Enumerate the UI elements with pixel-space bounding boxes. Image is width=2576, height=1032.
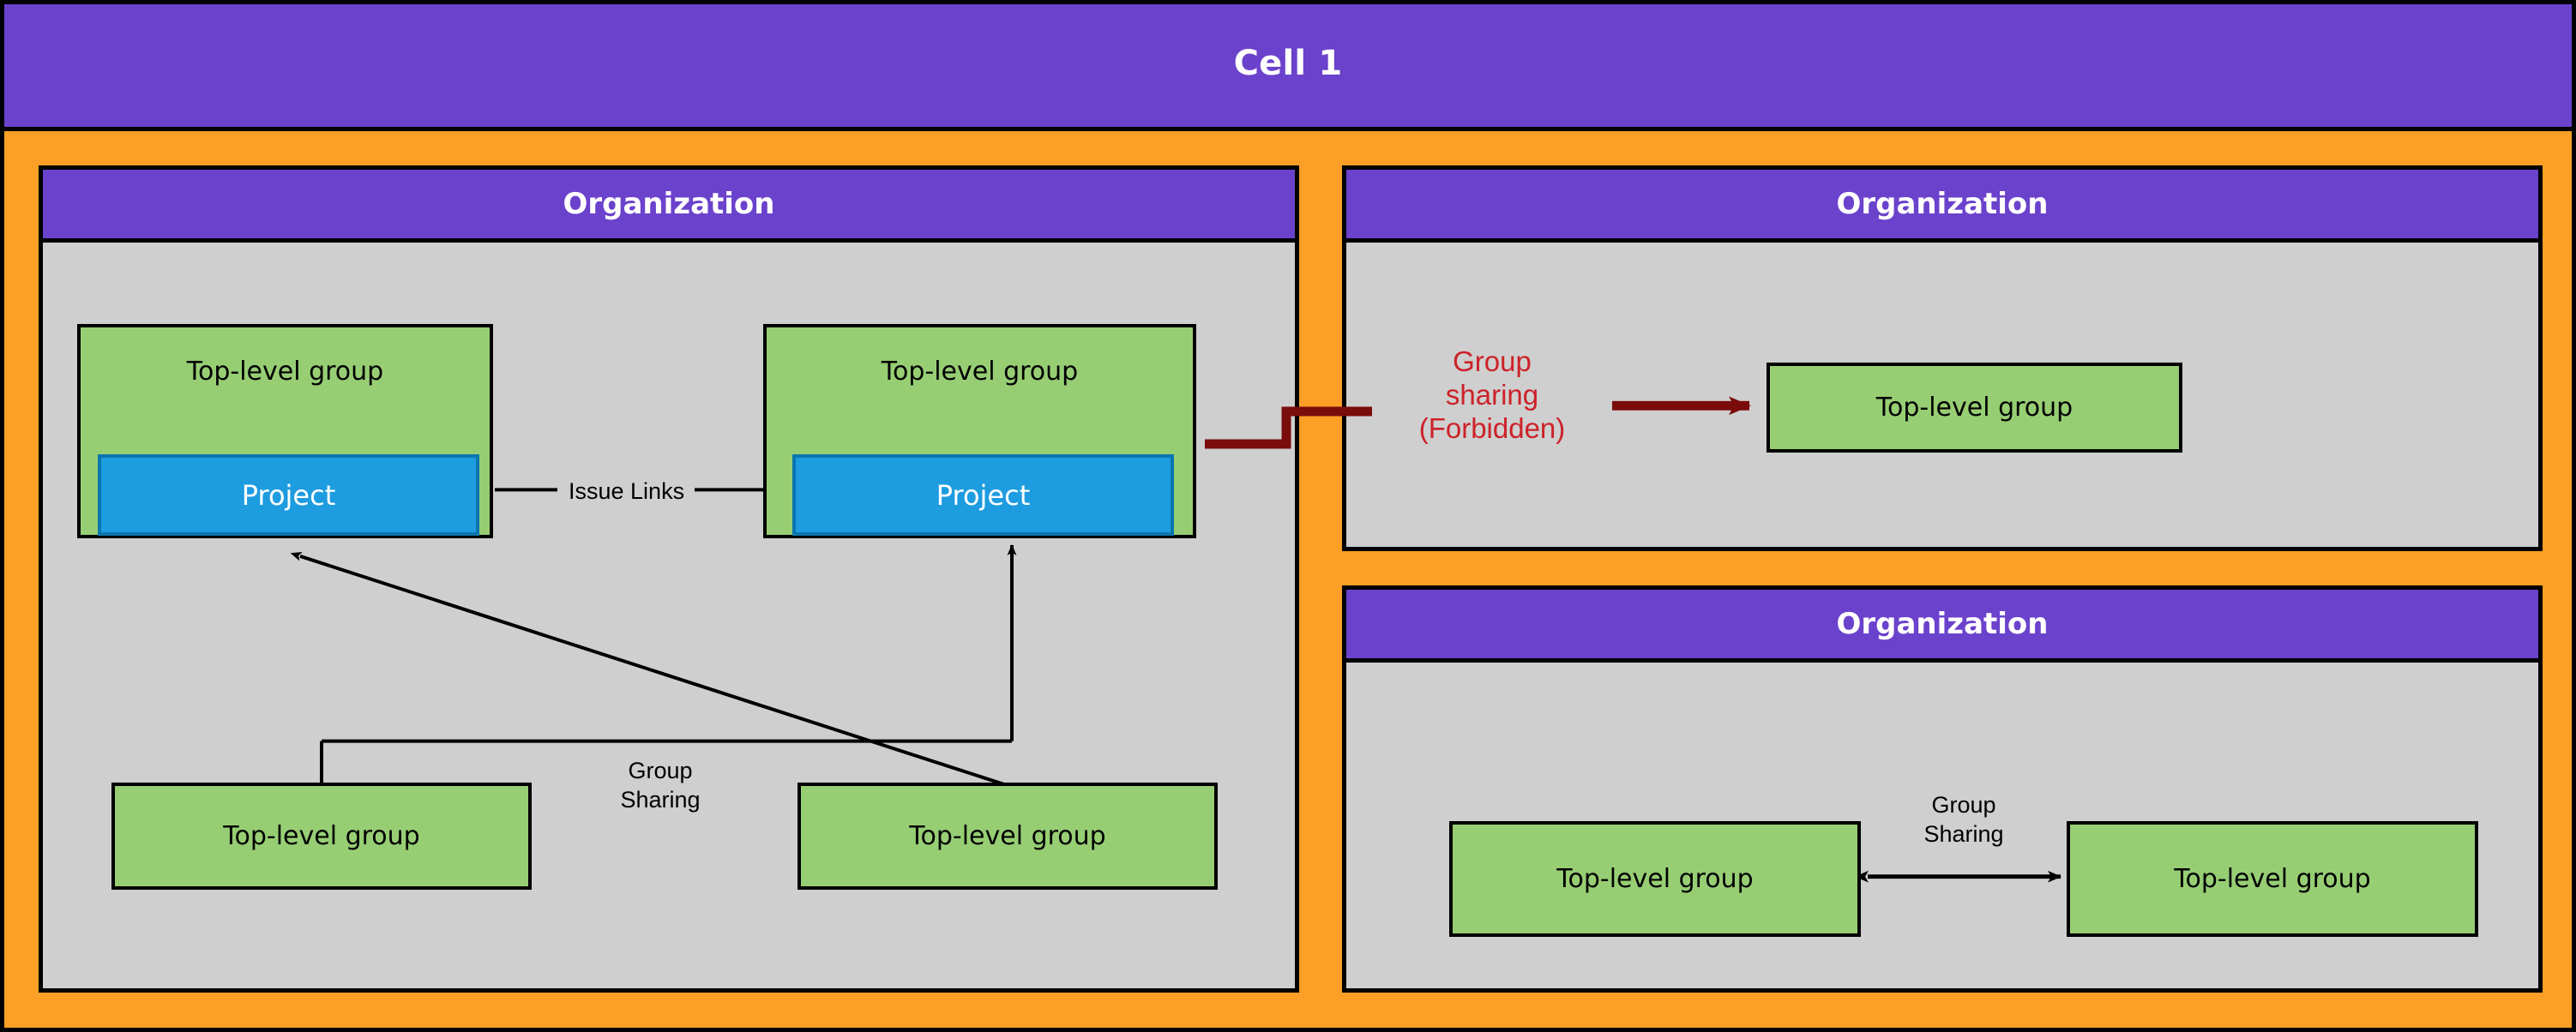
group-sharing-forbidden-label: Group sharing (Forbidden) (1393, 345, 1591, 446)
group-sharing-label-left: Group Sharing (575, 757, 746, 815)
organization-left-title: Organization (43, 170, 1295, 243)
project-1[interactable]: Project (98, 454, 479, 536)
top-level-group-2[interactable]: Top-level group Project (763, 324, 1196, 538)
organization-left-body: Top-level group Project Top-level group … (43, 243, 1295, 988)
group-sharing-label-right-line2: Sharing (1923, 820, 2004, 847)
organization-panel-bottom-right: Organization Top-level g (1342, 585, 2543, 993)
top-level-group-4[interactable]: Top-level group (797, 783, 1218, 890)
forbidden-label-line3: (Forbidden) (1418, 411, 1566, 444)
forbidden-label-line1: Group (1453, 345, 1532, 377)
top-level-group-6[interactable]: Top-level group (1449, 821, 1861, 937)
organization-panel-top-right: Organization Top-level group Group (1342, 165, 2543, 551)
issue-links-label: Issue Links (562, 476, 692, 508)
top-level-group-1[interactable]: Top-level group Project (77, 324, 493, 538)
cell-title: Cell 1 (4, 4, 2572, 123)
organization-top-right-title: Organization (1346, 170, 2538, 243)
project-2[interactable]: Project (792, 454, 1174, 536)
organization-bottom-right-title: Organization (1346, 590, 2538, 663)
top-level-group-5[interactable]: Top-level group (1766, 363, 2182, 453)
top-level-group-2-label: Top-level group (881, 357, 1079, 387)
cell-body: Organization (4, 127, 2572, 1028)
top-level-group-3[interactable]: Top-level group (111, 783, 532, 890)
top-level-group-1-label: Top-level group (186, 357, 384, 387)
group-sharing-label-right: Group Sharing (1878, 791, 2049, 849)
group-sharing-label-left-line1: Group (628, 758, 693, 783)
organization-top-right-body: Top-level group Group sharing (Forbidden… (1346, 243, 2538, 547)
group-sharing-label-right-line1: Group (1931, 792, 1996, 818)
organization-panel-left: Organization (39, 165, 1299, 993)
group-sharing-label-left-line2: Sharing (620, 786, 701, 813)
top-level-group-7[interactable]: Top-level group (2067, 821, 2478, 937)
forbidden-label-line2: sharing (1445, 378, 1539, 411)
organization-bottom-right-body: Top-level group Top-level group Group Sh… (1346, 663, 2538, 988)
